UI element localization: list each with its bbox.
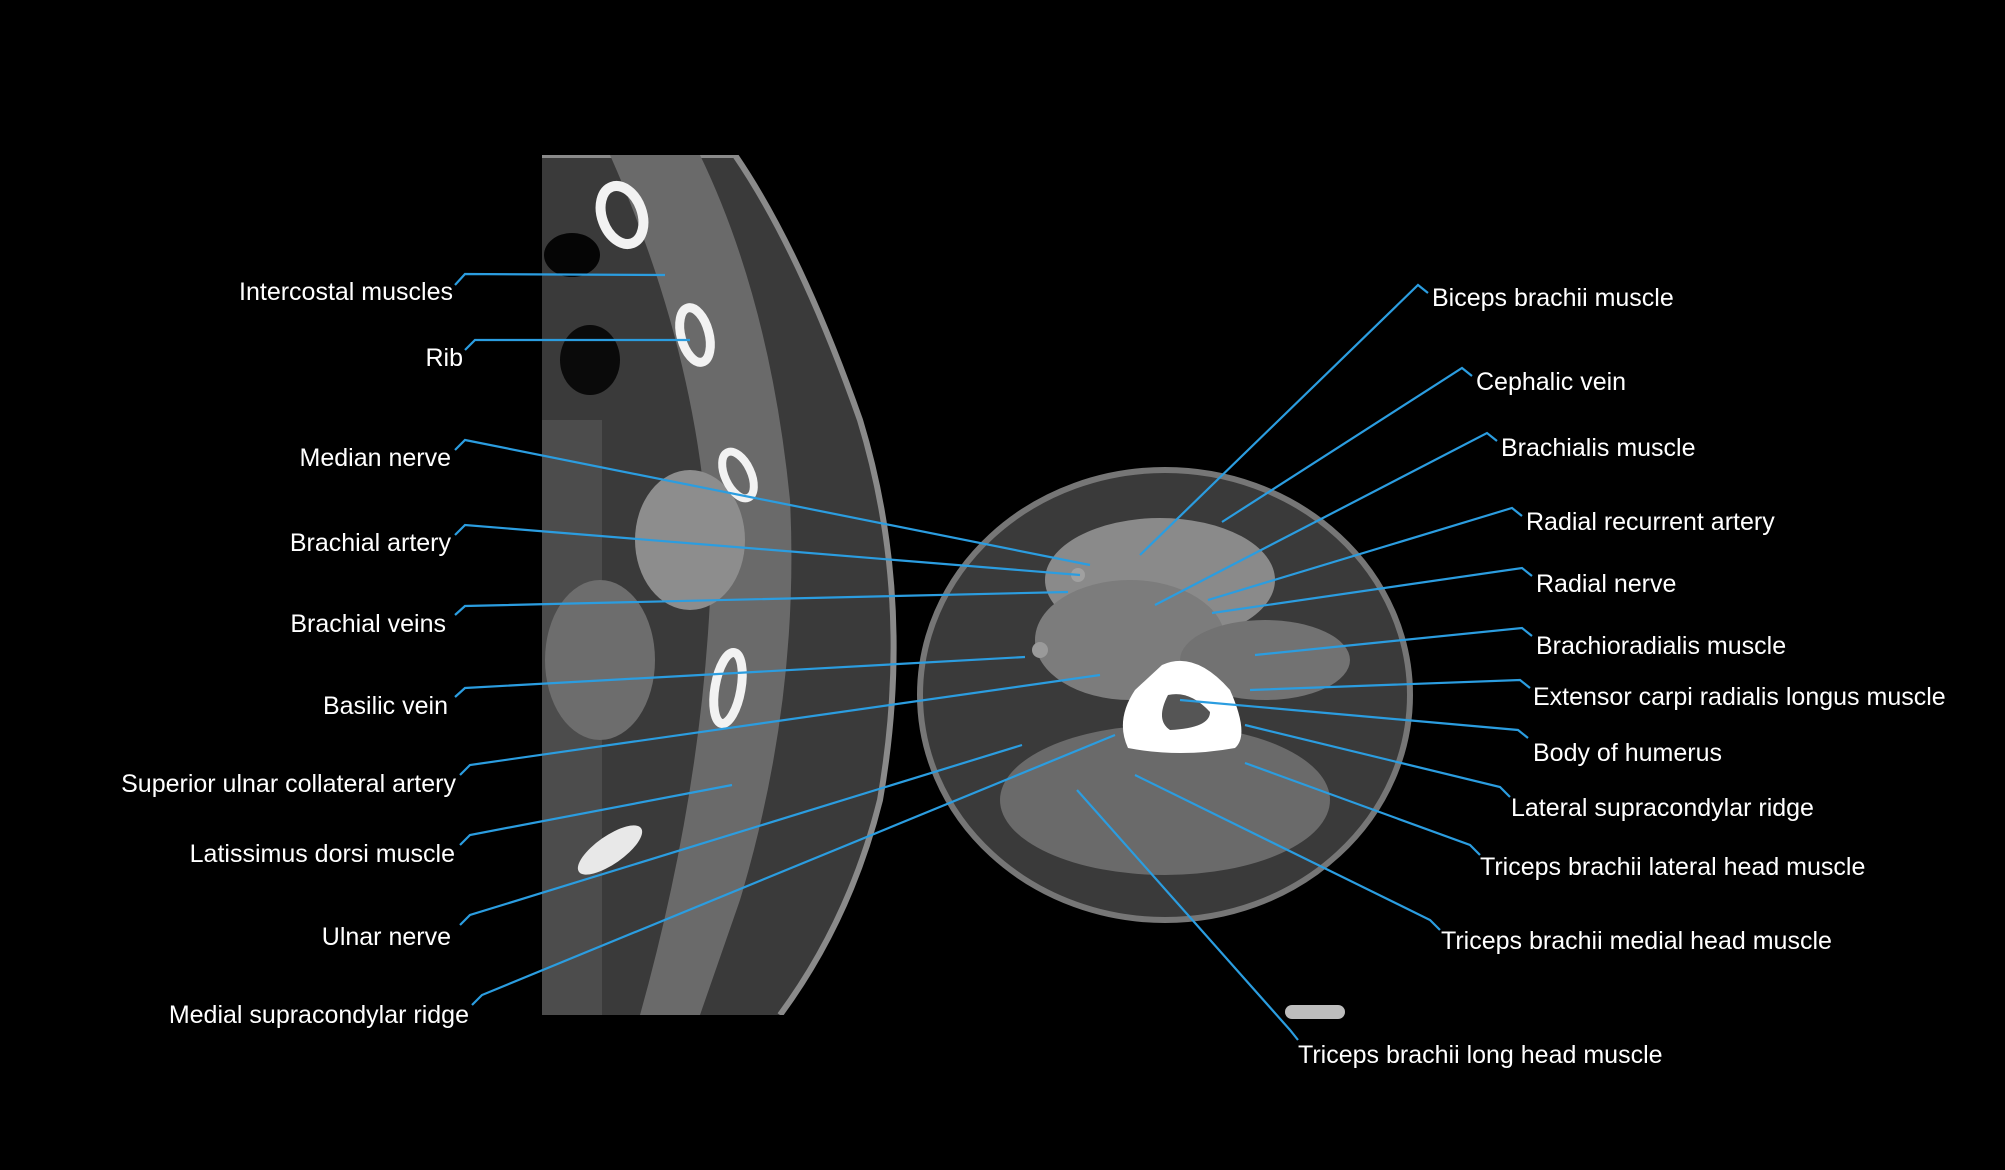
label-superior-ulnar-collateral-artery: Superior ulnar collateral artery xyxy=(121,770,456,798)
label-biceps-brachii-muscle: Biceps brachii muscle xyxy=(1432,284,1674,312)
label-basilic-vein: Basilic vein xyxy=(323,692,448,720)
label-radial-nerve: Radial nerve xyxy=(1536,570,1676,598)
label-triceps-brachii-medial-head-muscle: Triceps brachii medial head muscle xyxy=(1441,927,1832,955)
label-medial-supracondylar-ridge: Medial supracondylar ridge xyxy=(169,1001,469,1029)
left-leader-lines xyxy=(454,272,1116,1006)
right-labels: Biceps brachii muscle Cephalic vein Brac… xyxy=(1298,284,1946,1069)
label-triceps-brachii-long-head-muscle: Triceps brachii long head muscle xyxy=(1298,1041,1663,1069)
chest-wall-ct-image xyxy=(542,155,902,1015)
label-brachioradialis-muscle: Brachioradialis muscle xyxy=(1536,632,1786,660)
lung-air xyxy=(544,233,600,277)
rib-shape xyxy=(577,825,643,875)
label-triceps-brachii-lateral-head-muscle: Triceps brachii lateral head muscle xyxy=(1480,853,1865,881)
rib-shape xyxy=(709,647,747,729)
label-body-of-humerus: Body of humerus xyxy=(1533,739,1722,767)
left-labels: Intercostal muscles Rib Median nerve Bra… xyxy=(121,278,469,1029)
label-median-nerve: Median nerve xyxy=(300,444,451,472)
rib-shape xyxy=(675,303,715,367)
label-brachial-artery: Brachial artery xyxy=(290,529,452,557)
label-rib: Rib xyxy=(425,344,463,372)
arm-ct-image xyxy=(917,467,1413,1019)
label-intercostal-muscles: Intercostal muscles xyxy=(239,278,453,306)
rib-shape xyxy=(595,180,649,250)
label-extensor-carpi-radialis-longus-muscle: Extensor carpi radialis longus muscle xyxy=(1533,683,1946,711)
label-ulnar-nerve: Ulnar nerve xyxy=(322,923,451,951)
label-lateral-supracondylar-ridge: Lateral supracondylar ridge xyxy=(1511,794,1814,822)
label-cephalic-vein: Cephalic vein xyxy=(1476,368,1626,396)
right-leader-lines xyxy=(1076,283,1533,1041)
label-latissimus-dorsi-muscle: Latissimus dorsi muscle xyxy=(190,840,455,868)
label-brachial-veins: Brachial veins xyxy=(290,610,446,638)
label-radial-recurrent-artery: Radial recurrent artery xyxy=(1526,508,1775,536)
label-brachialis-muscle: Brachialis muscle xyxy=(1501,434,1696,462)
